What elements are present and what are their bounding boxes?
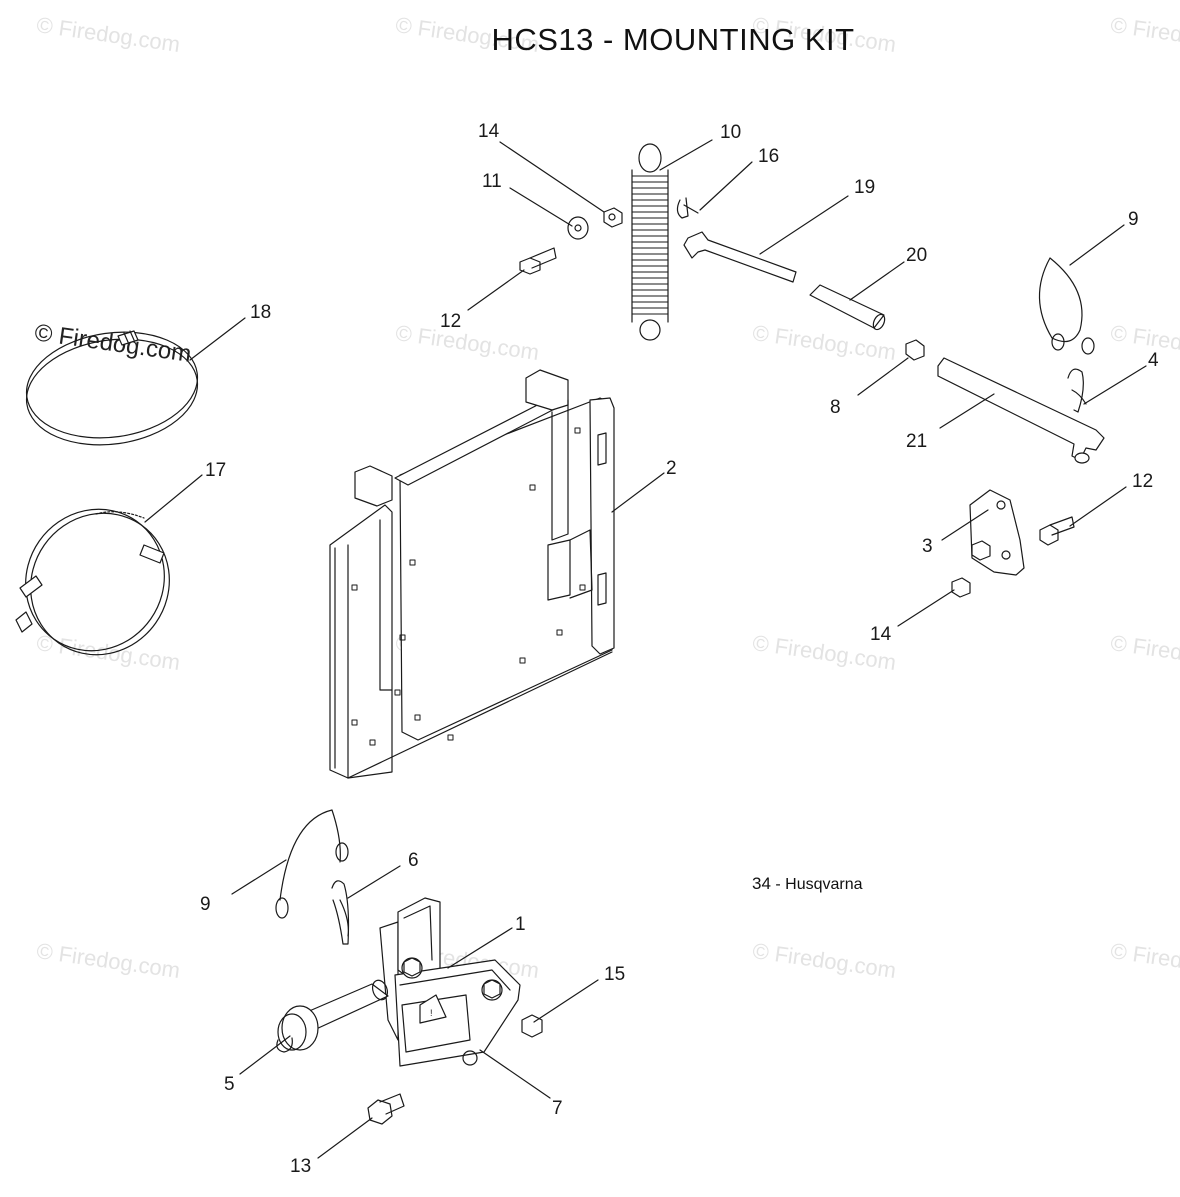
pin-19 bbox=[683, 231, 797, 283]
callout-3: 3 bbox=[922, 536, 933, 557]
callout-13: 13 bbox=[290, 1156, 311, 1177]
nut-14-top bbox=[603, 207, 623, 228]
callout-4: 4 bbox=[1148, 350, 1159, 371]
bracket-3 bbox=[969, 489, 1025, 576]
hitch-bracket-1: ! bbox=[379, 897, 521, 1067]
mounting-plate-2 bbox=[329, 369, 615, 779]
reference-brand: Husqvarna bbox=[785, 876, 863, 893]
callout-1: 1 bbox=[515, 914, 526, 935]
cotter-pin-16 bbox=[676, 197, 699, 219]
callout-17: 17 bbox=[205, 460, 226, 481]
leader-lines bbox=[144, 139, 1147, 1159]
callout-10: 10 bbox=[720, 122, 741, 143]
callout-12-right: 12 bbox=[1132, 471, 1153, 492]
reference-number: 34 bbox=[752, 874, 771, 893]
spacer-20 bbox=[809, 284, 886, 331]
reference-label: 34 - Husqvarna bbox=[752, 874, 863, 894]
lanyard-9-top bbox=[1038, 257, 1095, 355]
bolt-12-top bbox=[519, 247, 557, 275]
shaft-21 bbox=[937, 357, 1105, 464]
washer-11 bbox=[567, 216, 589, 240]
callout-21: 21 bbox=[906, 431, 927, 452]
callout-14-top: 14 bbox=[478, 121, 500, 142]
callout-8: 8 bbox=[830, 397, 841, 418]
callout-7: 7 bbox=[552, 1098, 563, 1119]
svg-text:!: ! bbox=[430, 1008, 433, 1018]
hairpin-6 bbox=[331, 880, 350, 945]
callout-11: 11 bbox=[482, 171, 502, 192]
callout-18: 18 bbox=[250, 302, 271, 323]
callout-6: 6 bbox=[408, 850, 419, 871]
nut-14-right bbox=[951, 577, 971, 598]
callout-2: 2 bbox=[666, 458, 677, 479]
bolt-12-right bbox=[1039, 516, 1075, 546]
hairpin-clip-4 bbox=[1067, 368, 1087, 413]
callout-numbers: 14 10 16 11 19 20 9 12 18 8 4 21 2 17 12… bbox=[200, 121, 1159, 1177]
bolt-13 bbox=[367, 1093, 405, 1125]
callout-19: 19 bbox=[854, 177, 875, 198]
hose-clamp-18 bbox=[25, 330, 199, 446]
callout-9-bottom: 9 bbox=[200, 894, 211, 915]
callout-9-top: 9 bbox=[1128, 209, 1139, 230]
reference-separator: - bbox=[770, 876, 786, 893]
callout-14-right: 14 bbox=[870, 624, 892, 645]
callout-12-top: 12 bbox=[440, 311, 461, 332]
callout-20: 20 bbox=[906, 245, 927, 266]
hose-clamp-17 bbox=[15, 508, 170, 656]
callout-16: 16 bbox=[758, 146, 779, 167]
nut-8 bbox=[905, 339, 925, 361]
callout-15: 15 bbox=[604, 964, 625, 985]
lanyard-9-bottom bbox=[275, 809, 349, 919]
callout-5: 5 bbox=[224, 1074, 235, 1095]
spring-pin-5 bbox=[276, 979, 389, 1053]
spring-10 bbox=[631, 143, 669, 341]
